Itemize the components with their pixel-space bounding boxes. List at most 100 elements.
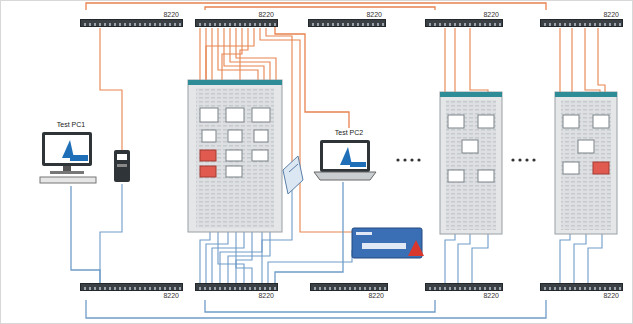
drawing-part (226, 108, 244, 122)
drawing-part (410, 158, 413, 161)
drawing-part (226, 166, 242, 177)
drawing-part (70, 155, 88, 161)
drawing-part (196, 88, 274, 228)
model-number: 8220 (425, 291, 503, 300)
drawing-part (563, 115, 579, 128)
switch-body (425, 283, 503, 291)
network-switch: 8220 (308, 10, 386, 27)
model-number: 8220 (540, 10, 623, 19)
drawing-part (200, 166, 216, 177)
switch-body (195, 283, 278, 291)
switch-body (310, 283, 388, 291)
drawing-part (593, 162, 609, 174)
drawing-part (417, 158, 420, 161)
switch-body (540, 19, 623, 27)
switch-body (540, 283, 623, 291)
drawing-part (320, 140, 370, 172)
drawing-part (50, 171, 84, 174)
drawing-part (40, 177, 96, 183)
drawing-part (188, 80, 282, 85)
drawing-part (63, 166, 71, 171)
continuation-dots (396, 158, 535, 161)
drawing-part (408, 240, 424, 256)
laptop-icon (314, 140, 376, 180)
network-switch: 8220 (540, 283, 623, 300)
network-link (86, 3, 546, 10)
drawing-part (45, 135, 89, 163)
drawing-part (525, 158, 528, 161)
model-number: 8220 (308, 10, 386, 19)
drawing-part (448, 170, 464, 182)
drawing-part (323, 143, 367, 169)
model-number: 8220 (540, 291, 623, 300)
drawing-part (100, 28, 122, 150)
network-switch: 8220 (195, 283, 278, 300)
drawing-part (396, 158, 399, 161)
equipment-rack (555, 92, 617, 234)
switch-body (195, 19, 278, 27)
drawing-part (314, 172, 376, 180)
network-link (86, 300, 546, 318)
drawing-part (446, 100, 496, 230)
drawing-part (252, 108, 270, 122)
drawing-part (283, 156, 303, 194)
network-link (275, 27, 349, 128)
drawing-part (555, 92, 617, 97)
drawing-part (555, 92, 617, 234)
drawing-part (202, 130, 216, 142)
drawing-part (511, 158, 514, 161)
drawing-part (42, 132, 92, 166)
drawing-part (563, 162, 579, 174)
orange-wires (100, 28, 605, 232)
drawing-part (518, 158, 521, 161)
switch-body (80, 283, 183, 291)
drawing-part (228, 130, 242, 142)
network-switch: 8220 (310, 283, 388, 300)
drawing-part (532, 158, 535, 161)
model-number: 8220 (310, 291, 388, 300)
network-switch: 8220 (80, 283, 183, 300)
drawing-part (117, 154, 127, 160)
drawing-part (254, 130, 268, 142)
model-number: 8220 (80, 291, 183, 300)
switch-body (80, 19, 183, 27)
device-label: Test PC2 (313, 128, 385, 137)
drawing-part (100, 184, 122, 283)
model-number: 8220 (195, 291, 278, 300)
network-switch: 8220 (425, 283, 503, 300)
drawing-part (462, 140, 478, 153)
drawing-part (561, 100, 611, 230)
drawing-part (117, 164, 127, 167)
drawing-part (440, 92, 502, 97)
test-pc: Test PC1 (36, 120, 106, 186)
drawing-part (362, 243, 406, 249)
drawing-part (114, 150, 130, 182)
switch-body (308, 19, 386, 27)
drawing-part (200, 108, 218, 122)
drawing-part (350, 162, 366, 167)
network-switch: 8220 (195, 10, 278, 27)
drawing-part (448, 115, 464, 128)
drawing-part (356, 232, 372, 235)
model-number: 8220 (195, 10, 278, 19)
drawing-part (268, 250, 352, 283)
network-link (205, 300, 435, 312)
drawing-part (578, 140, 594, 153)
drawing-part (200, 150, 216, 161)
network-switch: 8220 (80, 10, 183, 27)
model-number: 8220 (80, 10, 183, 19)
test-instrument (352, 228, 424, 258)
network-switch: 8220 (425, 10, 503, 27)
equipment-rack (188, 80, 282, 232)
drawing-part (440, 92, 502, 234)
network-link (205, 7, 435, 10)
blue-wires (100, 170, 602, 283)
tower-device (114, 150, 130, 182)
network-switch: 8220 (540, 10, 623, 27)
pc-icon (40, 132, 96, 183)
drawing-part (478, 115, 494, 128)
